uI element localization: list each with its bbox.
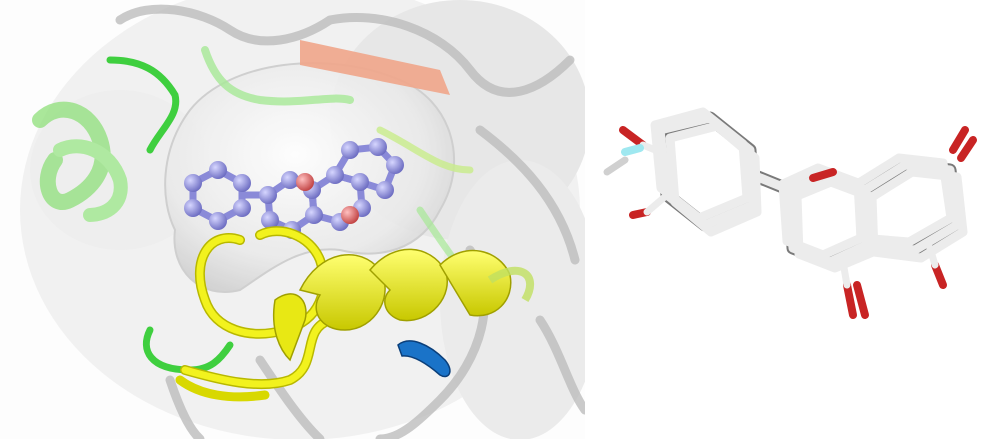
ring-oxygen-atom [296, 173, 314, 191]
conformer-sticks [603, 107, 977, 319]
green-helix [32, 101, 128, 222]
yellow-helix-coils [272, 248, 534, 362]
blue-terminus [397, 340, 451, 378]
carbonyl-oxygen-atom [341, 206, 359, 224]
ligand-overlay-panel [585, 0, 1000, 439]
beta-strand [300, 40, 450, 95]
protein-structure-panel [20, 0, 585, 439]
fluorine-substituent [621, 144, 644, 156]
protein-ligand-render [20, 0, 585, 439]
ligand-ball-and-stick [184, 138, 404, 239]
superimposed-conformations-render [603, 107, 977, 319]
